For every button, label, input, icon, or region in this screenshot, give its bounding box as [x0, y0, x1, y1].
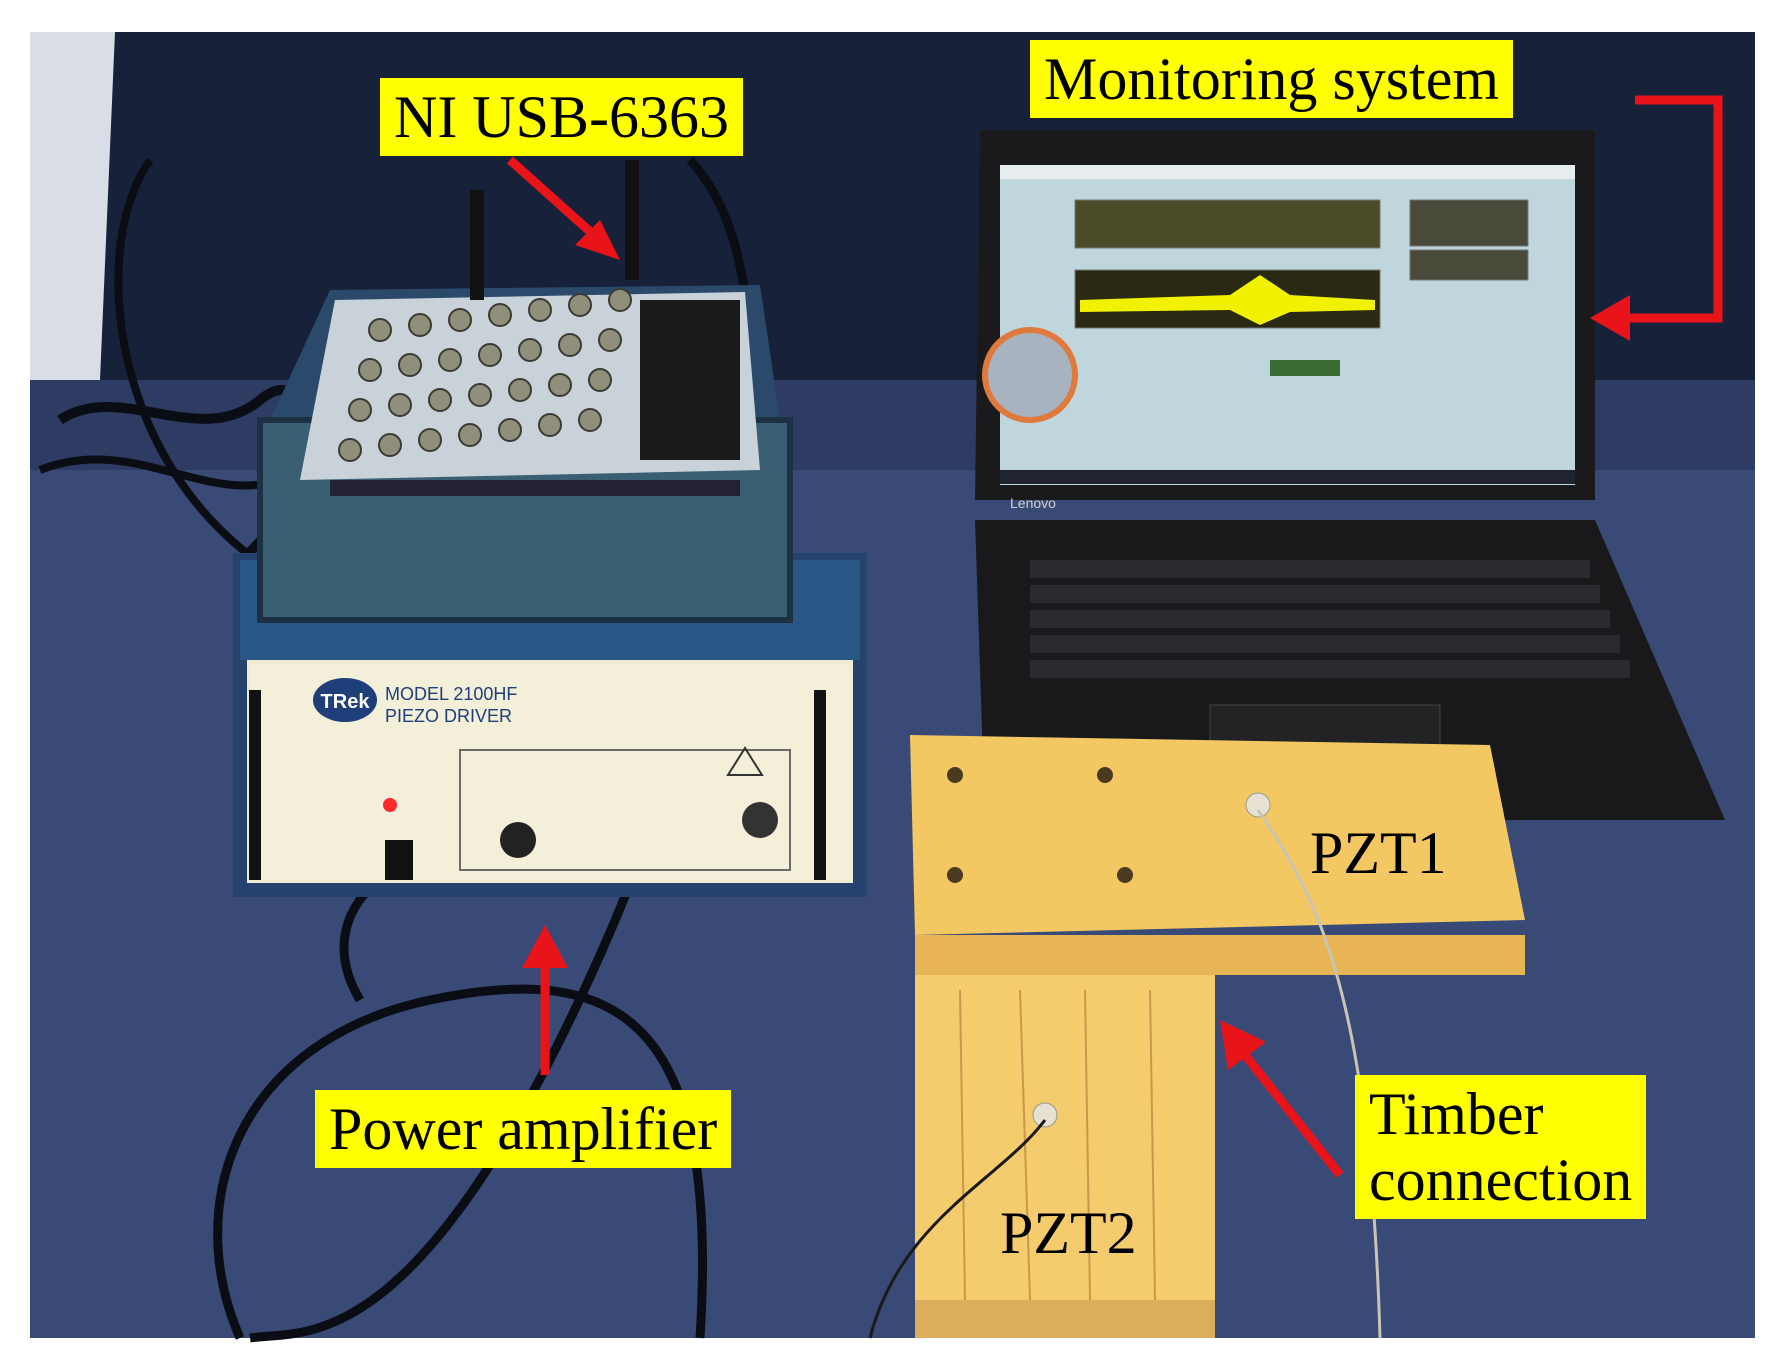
monitoring-label: Monitoring system — [1044, 46, 1500, 112]
ni-usb-callout: NI USB-6363 — [380, 78, 744, 156]
connector-cable — [470, 190, 484, 300]
trek-logo — [313, 678, 377, 722]
piezo-text: PIEZO DRIVER — [385, 706, 512, 726]
red-arrow-icon — [506, 156, 620, 260]
warning-triangle-icon — [726, 746, 764, 776]
trek-logo-text: TRek — [321, 691, 371, 713]
ni-usb-label: NI USB-6363 — [394, 84, 730, 150]
power-led — [383, 798, 397, 812]
red-arrow-icon — [1220, 1020, 1344, 1178]
bnc-array — [338, 288, 632, 462]
power-amp-label: Power amplifier — [329, 1096, 718, 1162]
sensor-wire — [868, 1119, 1047, 1339]
timber-label-line1: Timber — [1369, 1081, 1544, 1147]
keyboard — [1030, 560, 1630, 678]
power-amp-callout: Power amplifier — [315, 1090, 732, 1168]
model-text: MODEL 2100HF — [385, 684, 517, 704]
taskbar — [1000, 470, 1575, 484]
timber-label-line2: connection — [1369, 1147, 1633, 1213]
pzt1-sensor — [1245, 792, 1271, 818]
screen-chart-top — [1074, 199, 1381, 249]
terminal-block — [640, 300, 740, 460]
left-wall — [30, 32, 115, 400]
timber-horizontal — [910, 735, 1525, 935]
bnc-connector — [742, 802, 778, 838]
monitoring-callout: Monitoring system — [1030, 40, 1514, 118]
red-arrow-icon — [1590, 95, 1723, 341]
laptop-brand: Lenovo — [1010, 495, 1056, 511]
red-arrow-icon — [522, 925, 568, 1075]
connector-cable — [625, 160, 639, 280]
bnc-connector — [500, 822, 536, 858]
timber-callout: Timber connection — [1355, 1075, 1647, 1219]
waveform — [1080, 275, 1375, 325]
pzt2-label: PZT2 — [1000, 1200, 1137, 1266]
pzt2-sensor — [1032, 1102, 1058, 1128]
power-switch — [385, 840, 413, 880]
bolt-holes — [947, 767, 1133, 883]
screen-gauge — [982, 327, 1078, 423]
pzt1-label: PZT1 — [1310, 820, 1447, 886]
